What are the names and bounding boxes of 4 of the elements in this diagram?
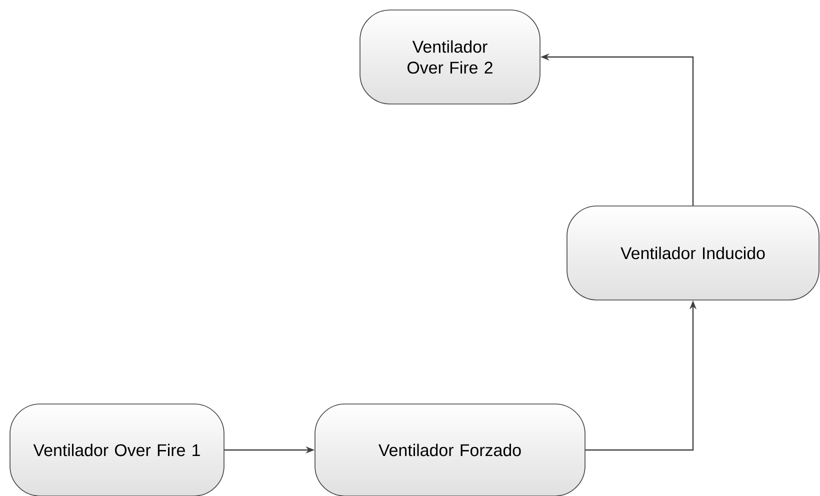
process-box: Ventilador Over Fire 2 [360, 10, 540, 104]
process-box: Ventilador Inducido [566, 206, 820, 300]
process-box: Ventilador Over Fire 1 [10, 404, 224, 496]
process-box: Ventilador Forzado [314, 404, 586, 496]
